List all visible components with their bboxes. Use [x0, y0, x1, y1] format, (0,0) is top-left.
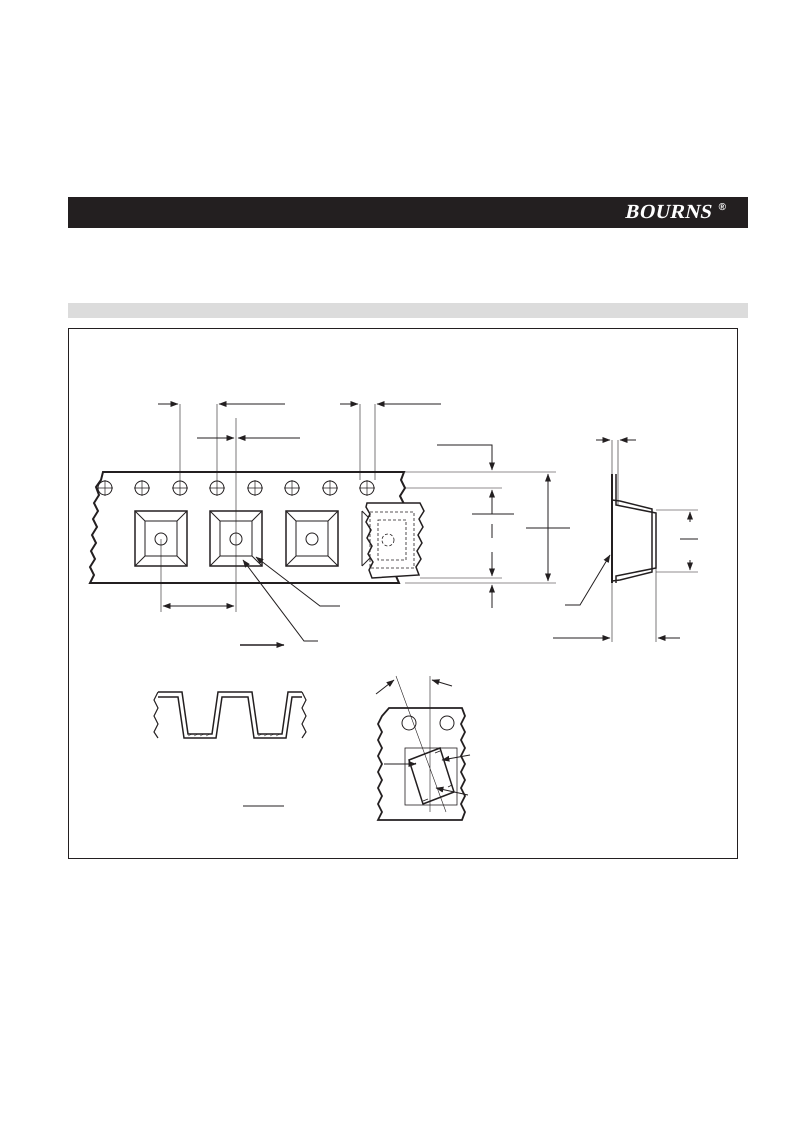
drawing-frame — [68, 328, 738, 859]
section-bar — [68, 303, 748, 318]
component-tilt-detail — [375, 675, 471, 821]
registered-mark: ® — [718, 202, 726, 213]
sprocket-holes — [97, 480, 375, 496]
side-section-view — [553, 437, 698, 642]
header-bar: BOURNS ® — [68, 197, 748, 228]
tape-cross-section — [153, 691, 307, 807]
cover-tape — [365, 502, 425, 579]
carrier-tape-top-view — [88, 401, 570, 648]
hidden-pocket — [369, 511, 415, 569]
pocket-3 — [285, 510, 339, 567]
